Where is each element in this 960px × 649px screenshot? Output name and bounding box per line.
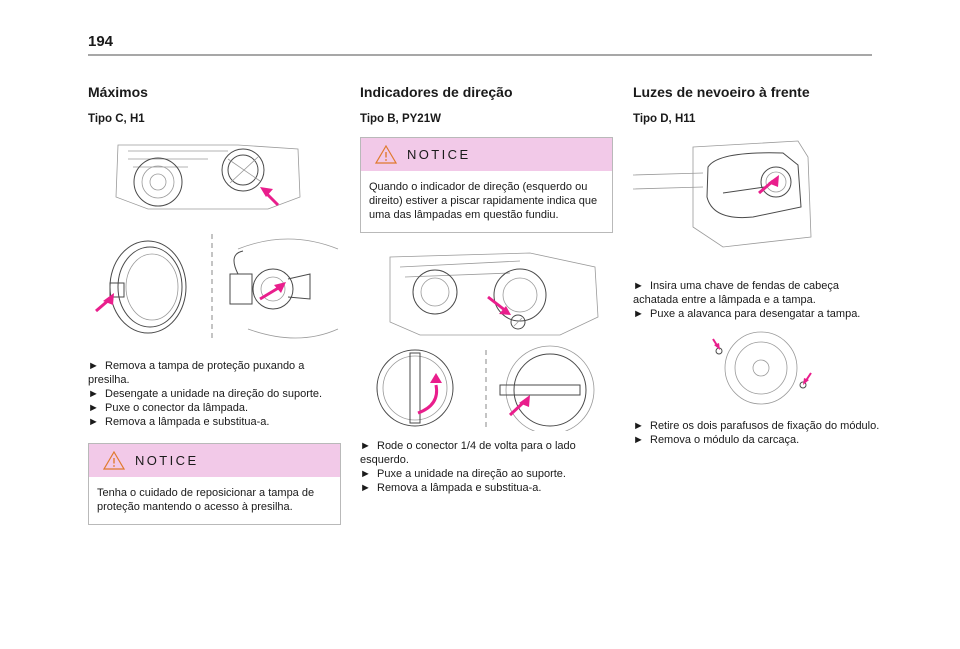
column-high-beam: Máximos Tipo C, H1 <box>88 84 341 525</box>
notice-label: NOTICE <box>407 147 471 162</box>
column-front-fog: Luzes de nevoeiro à frente Tipo D, H11 I… <box>632 84 886 447</box>
column-turn-signals: Indicadores de direção Tipo B, PY21W NOT… <box>360 84 613 495</box>
step-item: Remova o módulo da carcaça. <box>633 433 886 447</box>
step-item: Desengate a unidade na direção do suport… <box>88 387 341 401</box>
figure-headlamp-rear <box>88 137 341 217</box>
notice-text: Tenha o cuidado de reposicionar a tampa … <box>97 487 315 513</box>
step-item: Remova a lâmpada e substitua-a. <box>360 481 613 495</box>
section-subtitle-turn-signals: Tipo B, PY21W <box>360 113 441 125</box>
page-number: 194 <box>88 33 114 50</box>
notice-text: Quando o indicador de direção (esquerdo … <box>369 181 598 221</box>
notice-header: NOTICE <box>361 138 612 171</box>
section-subtitle-front-fog: Tipo D, H11 <box>633 113 696 125</box>
fog-housing-illustration <box>632 140 812 248</box>
turn-connector-illustration <box>376 345 595 435</box>
step-item: Remova a lâmpada e substitua-a. <box>88 415 341 429</box>
warning-triangle-icon <box>375 145 397 164</box>
figure-turn-connector <box>360 345 613 435</box>
figure-fog-housing <box>632 137 886 257</box>
figure-fog-module <box>633 331 886 405</box>
step-item: Puxe o conector da lâmpada. <box>88 401 341 415</box>
step-item: Insira uma chave de fendas de cabeça ach… <box>633 279 886 307</box>
steps-high-beam: Remova a tampa de proteção puxando a pre… <box>88 359 341 429</box>
step-item: Puxe a unidade na direção ao suporte. <box>360 467 613 481</box>
section-title-high-beam: Máximos <box>88 84 148 100</box>
figure-bulb-cap <box>88 229 341 347</box>
section-title-front-fog: Luzes de nevoeiro à frente <box>633 84 810 100</box>
step-item: Retire os dois parafusos de fixação do m… <box>633 419 886 433</box>
notice-box-high-beam: NOTICE Tenha o cuidado de reposicionar a… <box>88 443 341 525</box>
figure-headlamp-front <box>360 247 613 339</box>
step-item: Remova a tampa de proteção puxando a pre… <box>88 359 341 387</box>
steps-front-fog-b: Retire os dois parafusos de fixação do m… <box>633 419 886 447</box>
steps-front-fog-a: Insira uma chave de fendas de cabeça ach… <box>633 279 886 321</box>
fog-module-illustration <box>712 331 812 405</box>
bulb-cap-illustration <box>95 234 339 341</box>
notice-header: NOTICE <box>89 444 340 477</box>
headlamp-rear-illustration <box>115 144 301 210</box>
section-subtitle-high-beam: Tipo C, H1 <box>88 113 145 125</box>
notice-label: NOTICE <box>135 453 199 468</box>
notice-box-turn-signals: NOTICE Quando o indicador de direção (es… <box>360 137 613 233</box>
headlamp-front-illustration <box>389 252 599 336</box>
steps-turn-signals: Rode o conector 1/4 de volta para o lado… <box>360 439 613 495</box>
step-item: Rode o conector 1/4 de volta para o lado… <box>360 439 613 467</box>
step-item: Puxe a alavanca para desengatar a tampa. <box>633 307 886 321</box>
top-rule <box>88 54 872 56</box>
warning-triangle-icon <box>103 451 125 470</box>
section-title-turn-signals: Indicadores de direção <box>360 84 513 100</box>
